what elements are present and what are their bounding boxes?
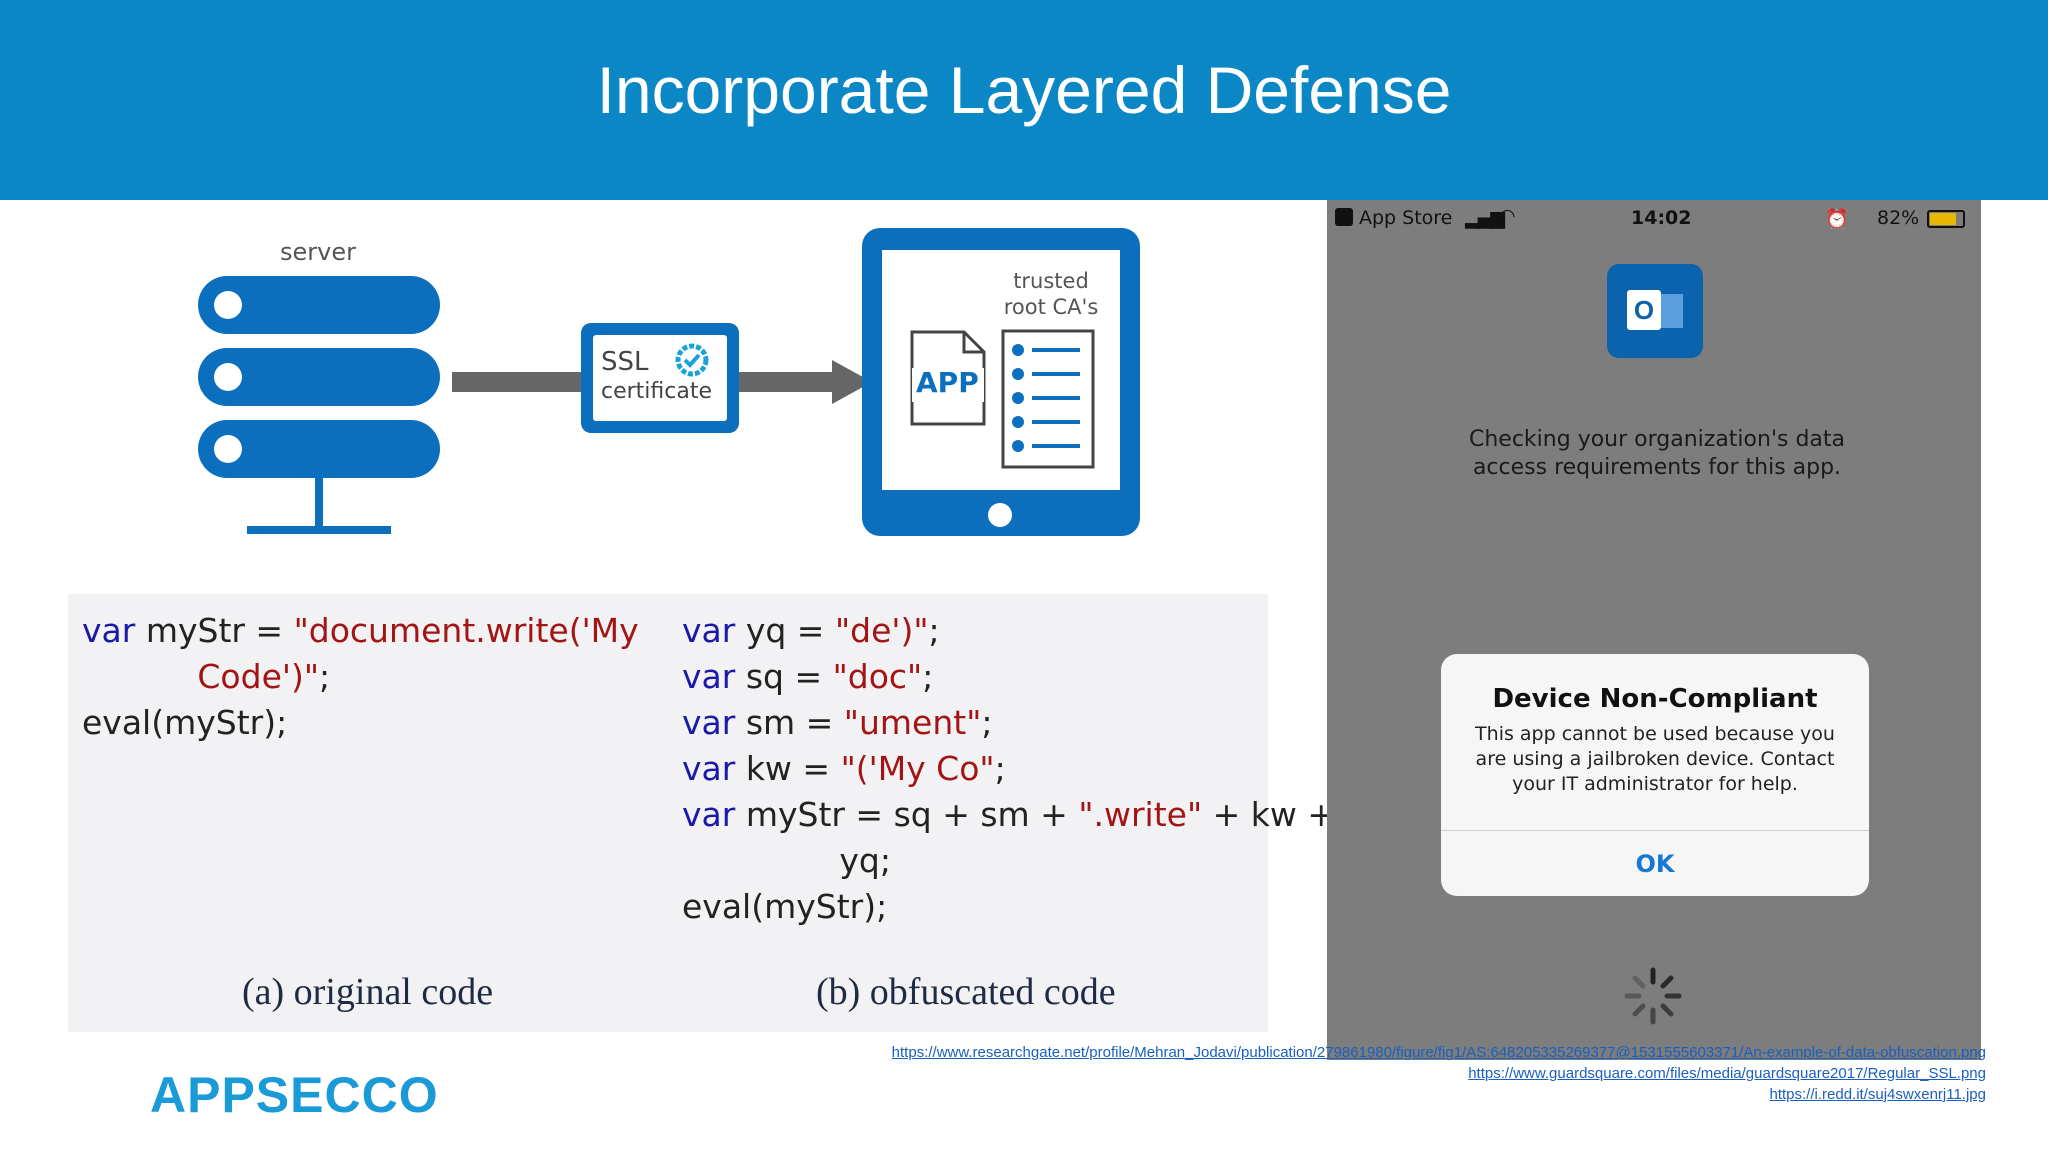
status-time: 14:02 — [1631, 207, 1692, 229]
code-line: var myStr = "document.write('My — [82, 611, 639, 650]
checking-message: Checking your organization's data access… — [1469, 427, 1845, 480]
phone-screenshot: App Store ▂▄▆ ◠ 14:02 ⏰ 82% O Checking y… — [1327, 200, 1981, 1060]
slide-title: Incorporate Layered Defense — [596, 53, 1452, 127]
ssl-certificate-icon: SSL certificate — [581, 323, 739, 433]
source-link-1[interactable]: https://www.researchgate.net/profile/Meh… — [891, 1044, 1986, 1061]
source-link-3[interactable]: https://i.redd.it/suj4swxenrj11.jpg — [1769, 1086, 1987, 1103]
title-bar — [0, 0, 2048, 200]
appsecco-logo: APPSECCO — [150, 1067, 439, 1123]
caption-obfuscated: (b) obfuscated code — [816, 971, 1116, 1013]
battery-icon — [1927, 210, 1965, 228]
ssl-diagram: server SSL certificate APP trusted roo — [180, 220, 1160, 560]
checkmark-badge-icon — [675, 343, 709, 377]
code-line: var kw = "('My Co"; — [682, 749, 1006, 788]
ok-button[interactable]: OK — [1635, 850, 1675, 878]
code-comparison-panel: var myStr = "document.write('My Code')";… — [68, 594, 1335, 1032]
dialog-message: This app cannot be used because you are … — [1475, 723, 1835, 795]
back-app-label[interactable]: App Store — [1359, 207, 1453, 229]
code-line: Code')"; — [197, 657, 331, 696]
status-bar: App Store ▂▄▆ ◠ 14:02 ⏰ 82% — [1327, 200, 1981, 236]
alert-dialog: Device Non-Compliant This app cannot be … — [1441, 654, 1869, 896]
code-line: eval(myStr); — [82, 703, 288, 742]
arrow-icon — [452, 360, 872, 404]
code-line: var sq = "doc"; — [682, 657, 934, 696]
dialog-title: Device Non-Compliant — [1492, 684, 1818, 714]
obfuscated-code-block: var yq = "de')"; var sq = "doc"; var sm = … — [682, 608, 1335, 930]
code-line: eval(myStr); — [682, 887, 888, 926]
trusted-root-label: trusted root CA's — [1003, 269, 1099, 319]
code-line: yq; — [682, 841, 891, 880]
loading-spinner-icon — [1624, 967, 1682, 1025]
app-file-icon — [910, 330, 986, 426]
code-line: var sm = "ument"; — [682, 703, 993, 742]
back-icon — [1335, 208, 1353, 226]
certificate-list-icon — [1001, 329, 1095, 469]
battery-percent: 82% — [1877, 207, 1920, 229]
dialog-divider — [1441, 830, 1869, 831]
code-line: var yq = "de')"; — [682, 611, 940, 650]
certificate-label: certificate — [601, 379, 713, 404]
signal-icon: ▂▄▆ — [1465, 207, 1505, 229]
app-label: APP — [916, 366, 979, 399]
server-label: server — [280, 238, 356, 266]
code-line: var myStr = sq + sm + ".write" + kw + — [682, 795, 1336, 834]
alarm-icon: ⏰ — [1825, 208, 1849, 230]
outlook-icon: O — [1607, 264, 1703, 358]
original-code-block: var myStr = "document.write('My Code')";… — [82, 608, 639, 746]
tablet-icon — [862, 228, 1140, 536]
wifi-icon: ◠ — [1499, 205, 1516, 227]
ssl-label: SSL — [601, 347, 649, 377]
source-link-2[interactable]: https://www.guardsquare.com/files/media/… — [1468, 1065, 1986, 1082]
caption-original: (a) original code — [242, 971, 494, 1013]
